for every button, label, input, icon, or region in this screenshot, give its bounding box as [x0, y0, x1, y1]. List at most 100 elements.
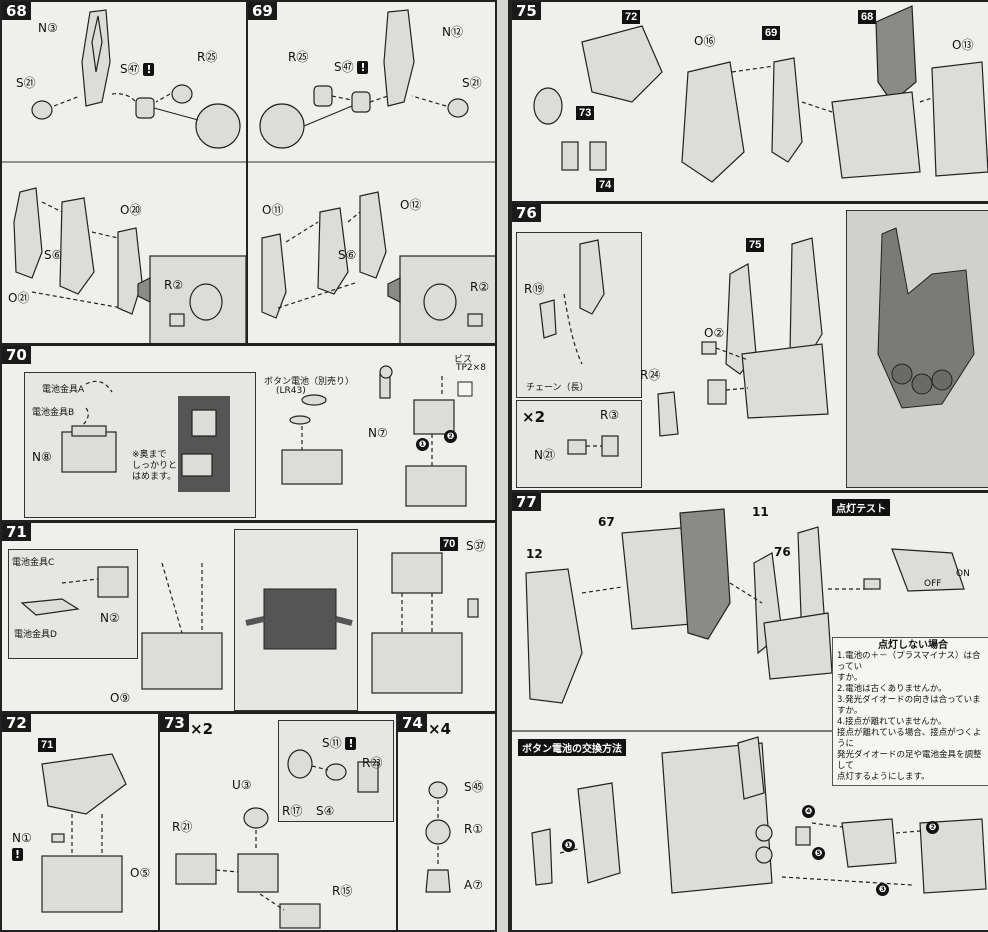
label-o21: O㉑ [8, 291, 30, 305]
ref-step-72: 72 [622, 10, 641, 24]
label-67: 67 [598, 515, 615, 529]
label-n12: N⑫ [442, 25, 463, 39]
no-light-line: 2.電池は古くありませんか。 [837, 684, 947, 694]
label-r25: R㉕ [288, 50, 309, 64]
label-o13: O⑬ [952, 38, 974, 52]
ref-step-74: 74 [596, 178, 615, 192]
label-r21: R㉑ [172, 820, 193, 834]
label-s11: S⑪ ! [322, 734, 357, 751]
label-button-battery: ボタン電池（別売り） [264, 377, 355, 387]
left-page: 68 N③ S㉑ S㊼ ! R㉕ S⑥ [0, 0, 499, 932]
multiplier: ×2 [190, 720, 214, 738]
replace-step-1: ❶ [562, 839, 575, 852]
label-s47: S㊼ ! [334, 58, 369, 75]
multiplier: ×4 [428, 720, 452, 738]
step-69-diagram [248, 9, 495, 343]
label-11: 11 [752, 505, 769, 519]
label-r1: R① [464, 822, 484, 836]
ref-step-75: 75 [746, 238, 765, 252]
order-1: ❶ [416, 438, 429, 451]
order-2: ❷ [444, 430, 457, 443]
step-71-diagram [20, 552, 479, 694]
no-light-line: すか。 [837, 673, 863, 683]
step-number: 68 [2, 2, 31, 20]
step-70-diagram [61, 365, 473, 507]
label-terminal-d: 電池金具D [14, 630, 57, 640]
light-test-title: 点灯テスト [832, 499, 890, 516]
label-r19: R⑲ [524, 282, 545, 296]
label-r17: R⑰ [282, 804, 303, 818]
chain-inset [516, 232, 642, 398]
ref-step-71: 71 [38, 738, 57, 752]
label-r23: R㉓ [362, 756, 383, 770]
step-74-panel: 74 ×4 S㊺ R① A⑦ [396, 712, 497, 932]
label-screw: ビス [454, 355, 473, 365]
label-terminal-b: 電池金具B [32, 408, 75, 418]
label-chain-long: チェーン（長） [526, 383, 589, 393]
no-light-line: 接点が離れている場合、接点がつくように [837, 728, 982, 749]
label-n1: N①! [12, 831, 32, 861]
ref-step-68: 68 [858, 10, 877, 24]
no-light-line: 4.接点が離れていませんか。 [837, 717, 947, 727]
label-terminal-a: 電池金具A [42, 385, 85, 395]
replace-step-5: ❺ [812, 847, 825, 860]
label-n3: N③ [38, 21, 58, 35]
label-s4: S④ [316, 804, 335, 818]
step-69-panel: 69 R㉕ S㊼ ! N⑫ S㉑ O⑪ O⑫ [246, 0, 497, 345]
step-73-diagram [175, 749, 379, 929]
label-r2: R② [470, 280, 490, 294]
step-72-panel: 72 71 N①! O⑤ [0, 712, 160, 932]
label-r24: R㉔ [640, 368, 661, 382]
step-73-panel: 73 ×2 S⑪ ! R㉓ U③ R⑰ S④ R㉑ R⑮ [158, 712, 398, 932]
step-76-diagram [539, 227, 975, 457]
label-s21: S㉑ [462, 76, 482, 90]
replace-step-3: ❸ [876, 883, 889, 896]
label-lr43: (LR43) [276, 386, 306, 396]
label-s21: S㉑ [16, 76, 36, 90]
step-number: 76 [512, 204, 541, 222]
no-light-line: 発光ダイオードの足や電池金具を調整して [837, 750, 982, 771]
page-gutter [497, 0, 508, 932]
label-n21: N㉑ [534, 448, 555, 462]
label-o9: O⑨ [110, 691, 131, 705]
step-68-panel: 68 N③ S㉑ S㊼ ! R㉕ S⑥ [0, 0, 248, 345]
label-tp2x8: TP2×8 [456, 363, 486, 373]
label-u3: U③ [232, 778, 252, 792]
no-light-line: 3.発光ダイオードの向きは合っていますか。 [837, 695, 981, 716]
step-number: 72 [2, 714, 31, 732]
label-o12: O⑫ [400, 198, 422, 212]
label-r15: R⑮ [332, 884, 353, 898]
step-76-panel: 76 R⑲ 75 O② R㉔ チェーン（長） ×2 [510, 202, 988, 492]
label-s6: S⑥ [338, 248, 357, 262]
label-terminal-c: 電池金具C [12, 558, 55, 568]
step-74-diagram [425, 781, 451, 893]
step-77-panel: 77 12 6 [510, 491, 988, 932]
label-s6: S⑥ [44, 248, 63, 262]
step-number: 74 [398, 714, 427, 732]
step-71-panel: 71 電池金具C 電池金具D N② O⑨ 70 S㊲ [0, 521, 497, 713]
label-a7: A⑦ [464, 878, 483, 892]
no-light-line: 点灯するようにします。 [837, 772, 930, 782]
replace-step-2: ❷ [926, 821, 939, 834]
label-n7: N⑦ [368, 426, 388, 440]
step-number: 70 [2, 346, 31, 364]
battery-replace-title: ボタン電池の交換方法 [518, 739, 626, 756]
label-n8: N⑧ [32, 450, 52, 464]
label-o20: O⑳ [120, 203, 142, 217]
ref-step-73: 73 [576, 106, 595, 120]
step-number: 75 [512, 2, 541, 20]
label-r25: R㉕ [197, 50, 218, 64]
label-o11: O⑪ [262, 203, 284, 217]
step-number: 73 [160, 714, 189, 732]
step-68-diagram [2, 9, 246, 343]
label-s47: S㊼ ! [120, 60, 155, 77]
label-s45: S㊺ [464, 780, 484, 794]
no-light-title: 点灯しない場合 [878, 640, 948, 651]
label-76: 76 [774, 545, 791, 559]
light-test-on: ON [956, 569, 970, 579]
light-test-off: OFF [924, 579, 942, 589]
label-o5: O⑤ [130, 866, 151, 880]
no-light-line: 1.電池の＋－（プラスマイナス）は合ってい [837, 651, 981, 672]
replace-step-4: ❹ [802, 805, 815, 818]
step-77-diagram [512, 508, 988, 894]
